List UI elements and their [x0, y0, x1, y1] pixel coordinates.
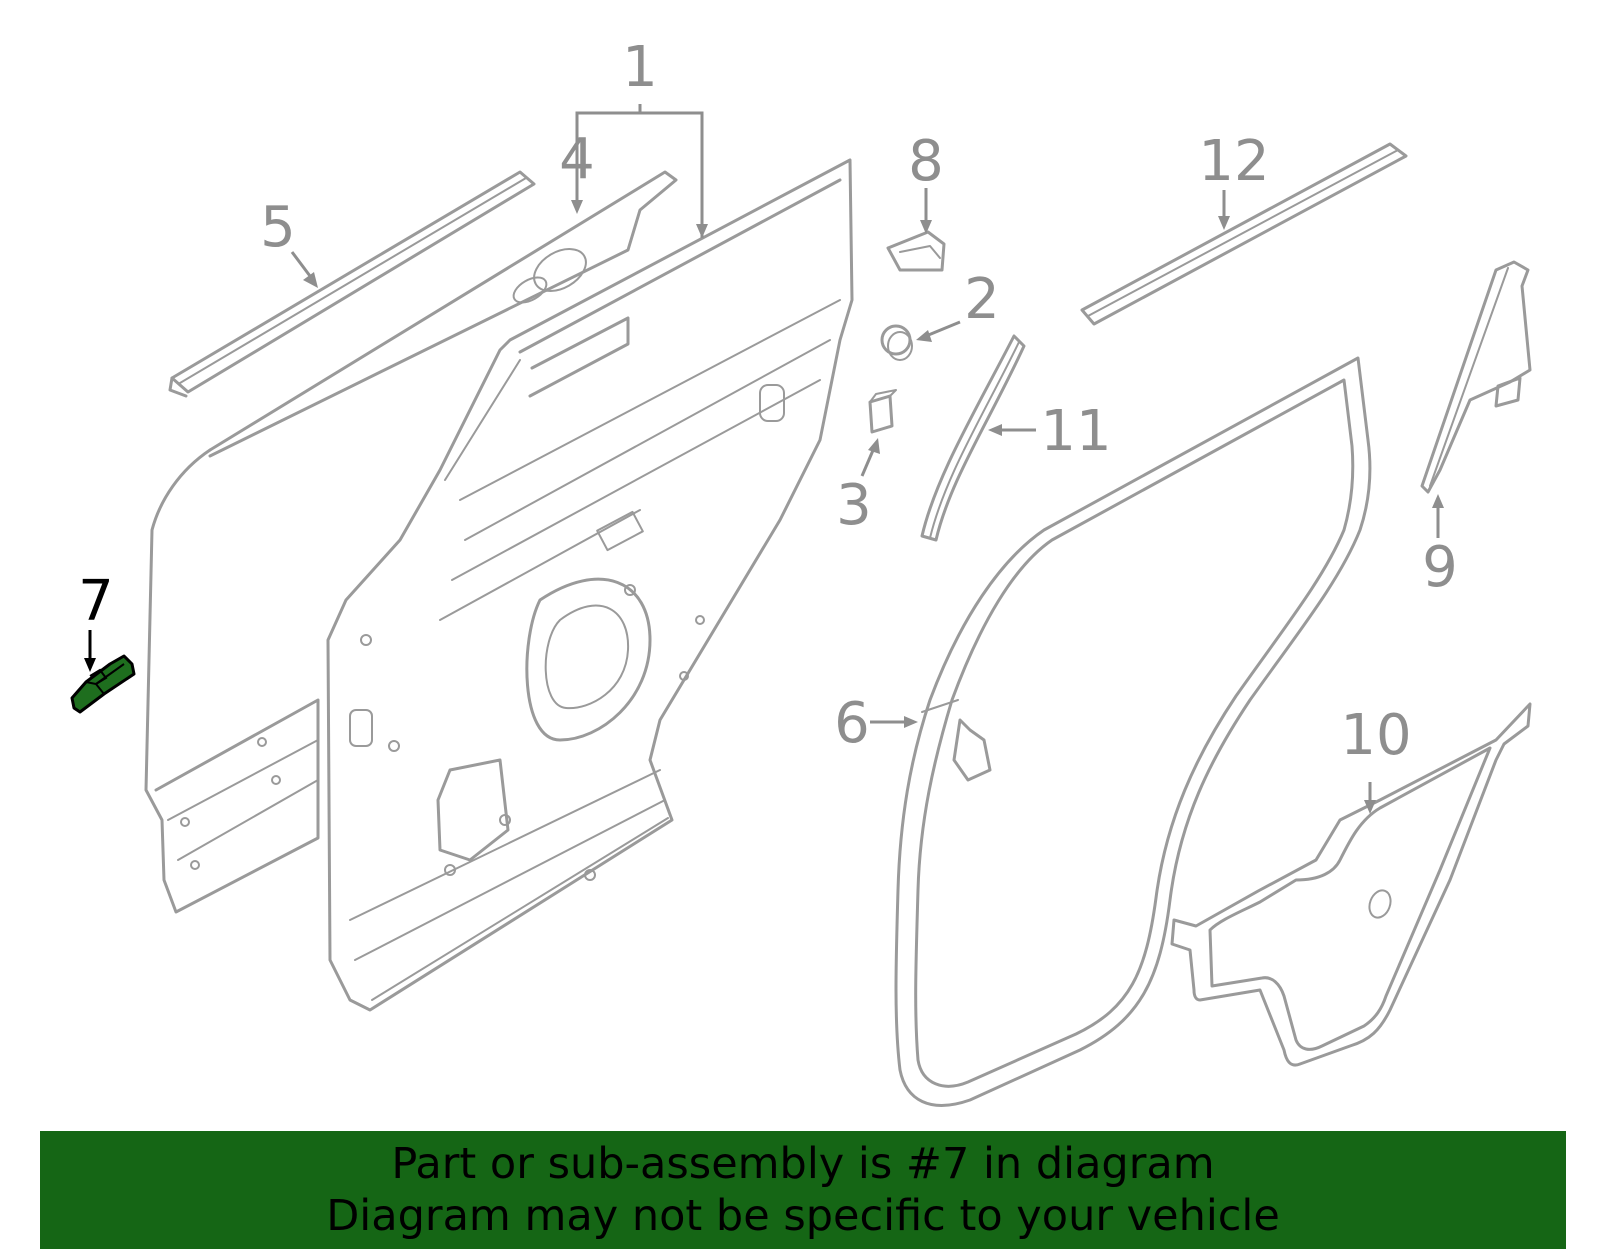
- part-8-clip[interactable]: [886, 230, 946, 272]
- part-12-outer-belt-molding[interactable]: [1080, 142, 1408, 326]
- part-4-outer-panel[interactable]: [144, 170, 678, 914]
- callout-label-3: 3: [836, 473, 872, 538]
- callout-label-10: 10: [1340, 703, 1411, 768]
- callout-12: 12: [1198, 129, 1270, 230]
- banner-line-2: Diagram may not be specific to your vehi…: [326, 1191, 1280, 1241]
- callout-10: 10: [1340, 703, 1412, 814]
- part-5-belt-molding[interactable]: [168, 170, 536, 398]
- callout-label-5: 5: [260, 195, 296, 260]
- callout-label-1: 1: [622, 35, 658, 100]
- callout-3: 3: [836, 438, 880, 538]
- callout-label-2: 2: [964, 267, 1000, 332]
- callout-label-9: 9: [1422, 535, 1458, 600]
- part-2-grommet[interactable]: [880, 324, 913, 361]
- part-1-door-frame[interactable]: [326, 158, 854, 1012]
- info-banner: Part or sub-assembly is #7 in diagram Di…: [40, 1131, 1566, 1249]
- callout-label-12: 12: [1198, 129, 1269, 194]
- callout-8: 8: [908, 129, 944, 234]
- part-10-water-shield[interactable]: [1170, 702, 1532, 1067]
- part-6-weatherstrip[interactable]: [894, 356, 1372, 1107]
- banner-line-1: Part or sub-assembly is #7 in diagram: [391, 1139, 1215, 1189]
- callout-4: 4: [559, 127, 595, 192]
- callout-label-4: 4: [559, 127, 595, 192]
- part-9-corner-trim[interactable]: [1420, 260, 1532, 494]
- callout-label-8: 8: [908, 129, 944, 194]
- callout-2: 2: [916, 267, 1000, 342]
- callout-label-11: 11: [1040, 399, 1111, 464]
- callout-label-6: 6: [834, 691, 870, 756]
- part-11-run-channel[interactable]: [920, 334, 1026, 542]
- part-3-pad[interactable]: [868, 389, 897, 434]
- callout-11: 11: [988, 399, 1112, 464]
- callout-9: 9: [1422, 494, 1458, 600]
- callout-7: 7: [78, 569, 114, 672]
- part-7-bracket-highlighted[interactable]: [70, 654, 136, 714]
- callout-label-7: 7: [78, 569, 114, 634]
- callout-1: 1: [571, 35, 708, 238]
- callout-6: 6: [834, 691, 918, 756]
- callout-5: 5: [260, 195, 318, 288]
